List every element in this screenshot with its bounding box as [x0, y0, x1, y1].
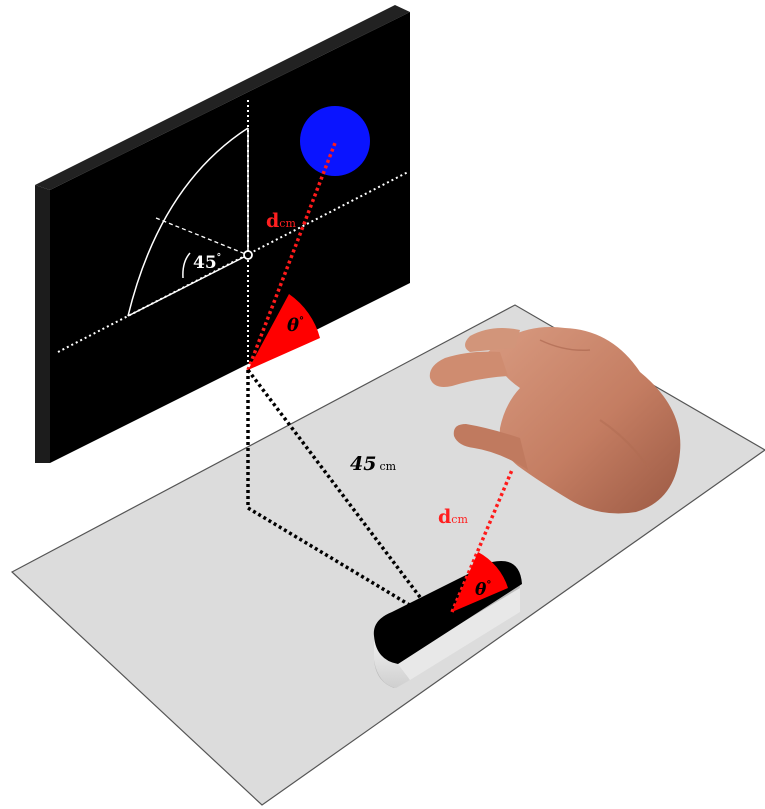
fixation-point-icon: [243, 250, 253, 260]
angle-arc-45: [182, 252, 191, 279]
reaching-hand-icon: [429, 327, 681, 514]
table-theta-sector: [452, 552, 508, 612]
screen-pointer-dotted-line: [246, 142, 337, 371]
screen-angle-label: 45°: [193, 253, 221, 273]
screen-distance-label: dcm: [266, 210, 296, 232]
display-monitor: 45° dcm θ°: [35, 5, 410, 463]
monitor-top-edge: [35, 5, 410, 190]
table-distance-label: dcm: [438, 506, 468, 528]
screen-theta-label: θ°: [287, 315, 304, 336]
fan-bisector-dashed: [155, 217, 249, 256]
fan-lower-edge: [127, 254, 249, 317]
fan-arc: [127, 127, 249, 317]
table-theta-label: θ°: [475, 580, 491, 600]
blue-circle-target-icon: [300, 106, 370, 176]
viewing-distance-guides: [246, 368, 428, 612]
screen-theta-sector: [248, 294, 320, 370]
monitor-side: [35, 185, 50, 463]
table-pointer-dotted-line: [450, 469, 514, 613]
